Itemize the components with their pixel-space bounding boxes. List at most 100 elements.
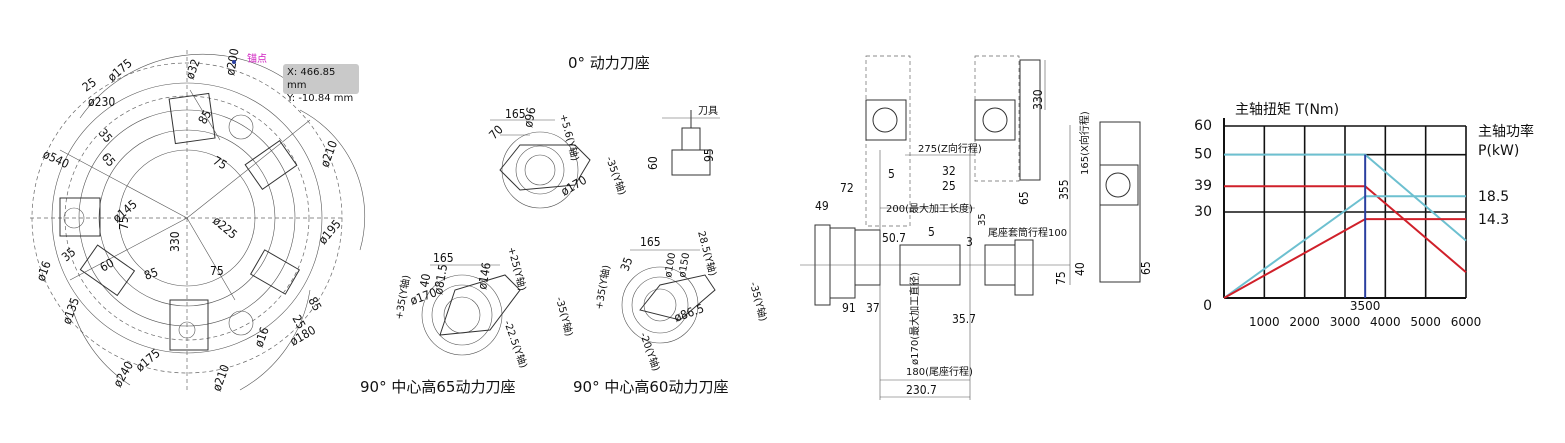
side-dim: 60 — [646, 156, 660, 170]
holder60-dim: ø86.5 — [672, 301, 706, 325]
x-tick-label: 4000 — [1370, 315, 1401, 329]
machine-dim: 50.7 — [882, 231, 906, 245]
coord-y: Y: -10.84 mm — [287, 93, 354, 104]
machine-dim: 200(最大加工长度) — [886, 202, 973, 215]
x-tick-label: 6000 — [1451, 315, 1482, 329]
side-dim: 95 — [702, 148, 716, 162]
holder65-dim: 165 — [433, 251, 454, 265]
x-tick-label: 5000 — [1410, 315, 1441, 329]
turret-dim: 85 — [195, 108, 214, 127]
tool-label: 刀具 — [698, 105, 718, 117]
holder60-dim: +35(Y轴) — [592, 264, 613, 311]
y-tick-label: 0 — [1203, 298, 1212, 314]
turret-dim: 35 — [96, 126, 116, 146]
turret-dim: 25 — [289, 313, 308, 332]
machine-dim: 275(Z向行程) — [918, 142, 982, 155]
holder0-dim: 165 — [505, 107, 526, 121]
turret-dim: ø210 — [210, 363, 233, 393]
holder60-dim: -35(Y轴) — [747, 280, 770, 322]
holder65-dim: ø146 — [475, 261, 494, 290]
machine-dim: 37 — [866, 301, 880, 315]
machine-dim: 355 — [1057, 179, 1071, 200]
turret-dim: ø175 — [105, 56, 135, 84]
machine-dim: 35 — [977, 213, 988, 226]
turret-dim: 330 — [168, 231, 182, 252]
caption-60: 90° 中心高60动力刀座 — [573, 378, 728, 396]
turret-dim: ø180 — [288, 323, 319, 349]
machine-dim: 5 — [928, 225, 935, 239]
chart-right-label: 主轴功率 — [1478, 123, 1534, 140]
machine-dim: 35.7 — [952, 312, 976, 326]
holder65-dim: +25(Y轴) — [505, 245, 529, 292]
x-tick-label: 2000 — [1289, 315, 1320, 329]
holder65-dim: ø81.5 — [431, 263, 450, 296]
turret-dim: 35 — [59, 245, 79, 265]
holder0-dim: -35(Y轴) — [603, 155, 629, 197]
turret-dim: 75 — [117, 216, 131, 230]
holder60-dim: 165 — [640, 235, 661, 249]
anchor-point-icon[interactable] — [232, 60, 236, 64]
machine-dim: 5 — [888, 167, 895, 181]
holder60-dim: ø100 — [663, 252, 678, 279]
turret-dim: 25 — [80, 75, 99, 94]
machine-dim: 49 — [815, 199, 829, 213]
holder65-dim: 40 — [417, 272, 433, 288]
machine-dim: 25 — [942, 179, 956, 193]
x-tick-label: 1000 — [1249, 315, 1280, 329]
turret-dim: ø16 — [252, 325, 272, 349]
torque-power-chart: 主轴扭矩 T(Nm) 主轴功率 P(kW) 1000 2000 3000 4000 50… — [1194, 102, 1534, 329]
machine-layout-drawing: 330 275(Z向行程) 5 72 32 25 165(X向行程) 355 4… — [800, 55, 1153, 400]
machine-dim: 75 — [1054, 271, 1068, 285]
turret-dim: 85 — [142, 265, 160, 283]
y-right-tick-label: 14.3 — [1478, 212, 1509, 228]
turret-dim: 85 — [305, 295, 324, 314]
x-tick-label: 3000 — [1330, 315, 1361, 329]
machine-dim: 40 — [1073, 262, 1087, 276]
turret-dim: ø195 — [316, 217, 344, 247]
machine-dim: 3 — [966, 235, 973, 249]
chart-title: 主轴扭矩 T(Nm) — [1235, 102, 1339, 118]
turret-dim: ø32 — [183, 57, 203, 81]
machine-dim: 230.7 — [906, 383, 937, 397]
holder65-dim: -35(Y轴) — [553, 295, 576, 337]
machine-dim: ø170(最大加工直径) — [908, 272, 921, 365]
x-marker-label: 3500 — [1350, 299, 1381, 313]
anchor-label: 锚点 — [247, 53, 267, 65]
machine-dim: 65 — [1139, 261, 1153, 275]
holder0-dim: 70 — [486, 122, 506, 142]
machine-dim: 165(X向行程) — [1078, 111, 1091, 175]
caption-65: 90° 中心高65动力刀座 — [360, 378, 515, 396]
holder60-dim: -20(Y轴) — [637, 331, 663, 373]
holder-title-0deg: 0° 动力刀座 — [568, 54, 650, 72]
holder65-dim: -22.5(Y轴) — [501, 319, 530, 370]
turret-dim: ø540 — [41, 147, 72, 171]
holder60-dim: 35 — [618, 255, 636, 273]
holder0-dim: +5.6(Y轴) — [557, 112, 582, 162]
turret-dim: 75 — [210, 264, 224, 278]
machine-dim: 91 — [842, 301, 856, 315]
machine-dim: 330 — [1031, 89, 1045, 110]
y-tick-label: 39 — [1194, 178, 1212, 194]
machine-dim: 72 — [840, 181, 854, 195]
turret-dim: ø175 — [133, 346, 163, 374]
turret-dim: ø210 — [318, 139, 341, 169]
machine-dim: 65 — [1017, 191, 1031, 205]
machine-dim: 尾座套筒行程100 — [988, 226, 1067, 239]
y-tick-label: 30 — [1194, 204, 1212, 220]
tool-holder-drawings: 0° 动力刀座 165 70 ø96 +5.6(Y轴) -35(Y轴) ø170… — [360, 54, 770, 396]
coordinate-tooltip: X: 466.85 mm Y: -10.84 mm — [283, 64, 359, 104]
y-right-tick-label: 18.5 — [1478, 189, 1509, 205]
turret-dim: 75 — [211, 153, 230, 172]
turret-dim: 60 — [98, 256, 117, 275]
y-tick-label: 50 — [1194, 147, 1212, 163]
turret-dim: ø230 — [88, 95, 115, 109]
turret-drawing: ø175 ø32 ø200 25 ø230 85 35 65 ø540 75 ø… — [30, 47, 366, 393]
y-tick-label: 60 — [1194, 118, 1212, 134]
turret-dim: ø135 — [60, 296, 82, 326]
holder60-dim: 28.5(Y轴) — [695, 229, 720, 277]
machine-dim: 180(尾座行程) — [906, 365, 973, 378]
chart-right-unit: P(kW) — [1478, 143, 1519, 159]
holder0-dim: ø96 — [521, 106, 538, 129]
machine-dim: 32 — [942, 164, 956, 178]
